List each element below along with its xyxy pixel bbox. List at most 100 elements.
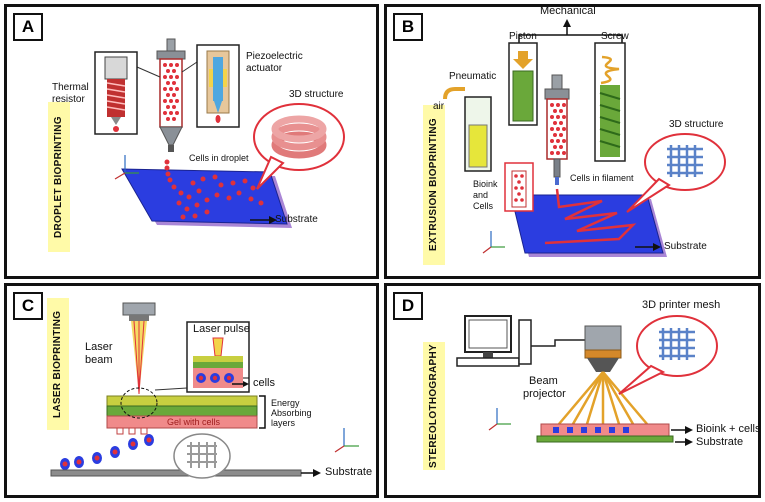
nozzle-tip [168,145,174,152]
projector-aperture [587,358,619,372]
piezo-element-left [209,69,213,87]
substrate-label: Substrate [275,214,318,225]
projector-body [584,325,622,351]
computer-tower [518,319,532,365]
laser-head [122,302,156,316]
monitor-stand [483,352,493,358]
computer-cable [531,339,585,347]
laser-lens [129,315,149,321]
screw-top [600,55,620,85]
pulse-label: Laser pulse [193,323,250,335]
droplet-pattern [164,159,264,220]
energy-layer-top [106,395,258,407]
mesh-structure [667,145,703,177]
substrate-arrowhead [685,438,693,446]
inset-cells [196,373,234,383]
piezo-callout-line [181,61,198,73]
printhead-nozzle [159,126,183,146]
energy-label-2: Absorbing [271,408,312,418]
piezo-element-right [223,69,227,87]
structure-balloon [644,133,726,191]
substrate-arrowhead [313,469,321,477]
air-label: air [433,101,445,112]
inset-layer-mid [193,362,243,368]
beam-rays [558,371,648,425]
laser-label-1: Laser [85,341,113,353]
pneumatic-label: Pneumatic [449,71,497,82]
axis-indicator [488,408,511,431]
thermal-drop [113,126,119,132]
printhead-cap [544,88,570,100]
piston-label: Piston [509,31,537,42]
substrate-arrowhead [653,243,661,251]
thermal-label-1: Thermal [52,82,89,93]
inset-callout [154,387,188,391]
panel-d-label: D [393,292,423,320]
layers-brace [259,395,266,429]
cartridge-cells [163,63,179,121]
bioink-cartridge [511,170,527,208]
piezo-nozzle [214,101,222,113]
panel-c-label: C [13,292,43,320]
structure-label: 3D structure [289,89,344,100]
piezo-drop [215,115,221,123]
panel-b-illustration [443,19,726,257]
mechanical-label: Mechanical [540,5,596,17]
structure-label: 3D structure [669,119,724,130]
pneumatic-fill [468,124,488,168]
beam-label-1: Beam [529,375,558,387]
mesh-balloon-tail [618,364,666,395]
cells-label: Cells in droplet [189,153,249,163]
laser-label-2: beam [85,354,113,366]
panel-d-title: STEREOLOTHOGRAPHY [423,342,445,470]
bioink-arrowhead [685,426,693,434]
piston-arrow [513,51,533,69]
bioink-label-3: Cells [473,201,494,211]
substrate-plate [536,435,674,443]
axis-indicator [482,231,505,254]
axis-indicator [114,155,139,180]
printhead-cartridge [159,58,183,128]
panel-a: A DROPLET BIOPRINTING Thermal resistor P… [4,4,379,279]
beam-label-2: projector [523,388,566,400]
falling-cells [60,434,154,470]
piezo-channel [213,57,223,101]
screw-label: Screw [601,31,629,42]
cells-arrowhead [243,381,249,387]
panel-c: C LASER BIOPRINTING Laser beam Laser pul… [4,283,379,498]
printhead-top [551,74,563,90]
mechanical-arrowhead [563,19,571,27]
cells-label: Cells in filament [570,173,634,183]
panel-a-title: DROPLET BIOPRINTING [48,102,70,252]
panel-d-illustration [456,315,718,446]
mesh-balloon [636,315,718,377]
mesh-structure [659,328,695,360]
piezo-label-1: Piezoelectric [246,51,303,62]
needle-tip [555,177,559,185]
panel-b-label: B [393,13,423,41]
monitor-screen [468,319,508,349]
printhead-needle [553,158,561,178]
substrate-label: Substrate [325,466,373,478]
keyboard [456,357,520,367]
gel-gaps [116,427,148,435]
projector-lens [584,349,622,359]
substrate-label: Substrate [696,436,744,448]
thermal-label-2: resistor [52,94,85,105]
substrate-arrowhead [269,216,277,224]
panel-a-illustration [94,38,345,228]
bioink-cells [514,174,524,202]
air-hose [443,87,465,100]
panel-c-title: LASER BIOPRINTING [47,298,69,430]
cured-spots [553,427,629,433]
substrate-bar [50,469,302,477]
axis-indicator [334,428,359,453]
panel-a-label: A [13,13,43,41]
mesh-label: 3D printer mesh [642,299,721,311]
structure-balloon-tail [256,155,285,190]
bioink-label-1: Bioink [473,179,498,189]
structure-balloon [173,433,231,479]
panel-b-title: EXTRUSION BIOPRINTING [423,105,445,265]
energy-label-3: layers [271,418,296,428]
